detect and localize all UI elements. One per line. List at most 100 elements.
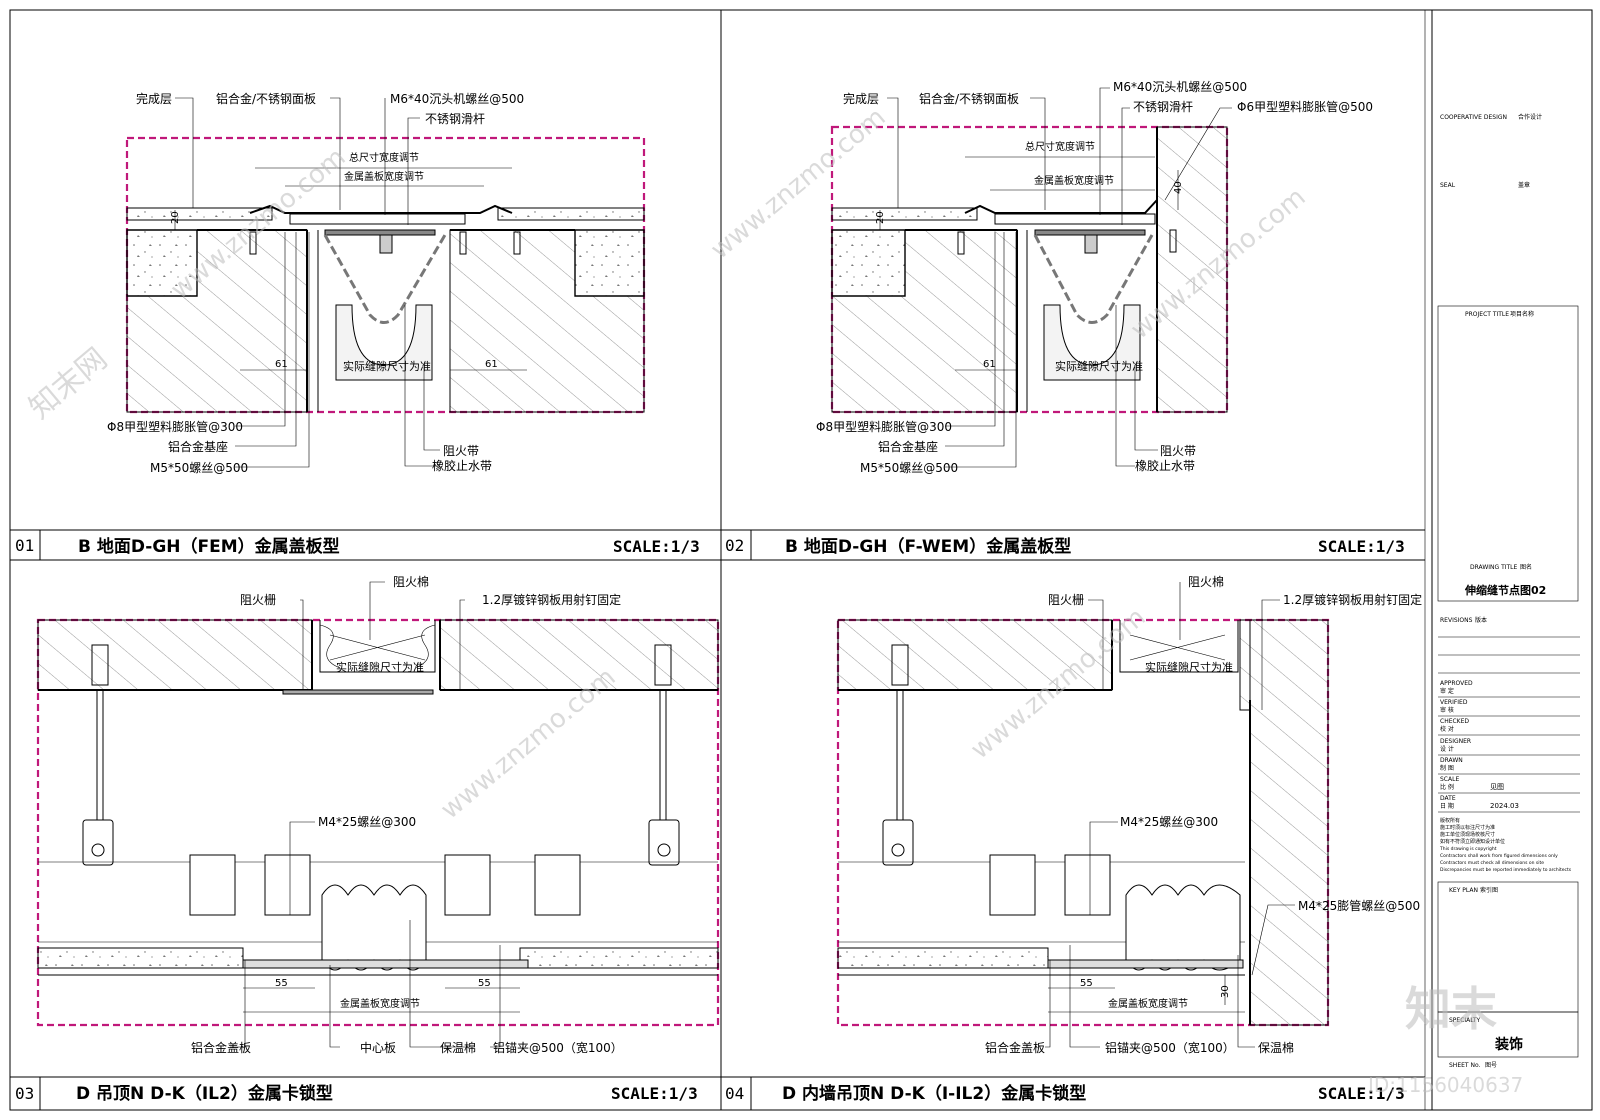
label-expansion-tube-top: Φ6甲型塑料膨胀管@500 <box>1237 99 1373 114</box>
label-slide-bar: 不锈钢滑杆 <box>425 112 485 126</box>
label-center-plate: 中心板 <box>360 1040 396 1055</box>
svg-text:版权所有: 版权所有 <box>1440 817 1460 824</box>
svg-text:VERIFIED: VERIFIED <box>1440 699 1468 706</box>
label-rubber-belt: 橡胶止水带 <box>1135 458 1195 473</box>
svg-text:比 例: 比 例 <box>1440 783 1454 791</box>
detail-boundary <box>36 618 720 1027</box>
panel-title: D 内墙吊顶N D-K（I-IL2）金属卡锁型 <box>782 1083 1086 1104</box>
id-watermark: ID:1156040637 <box>1368 1073 1523 1097</box>
label-finish-layer: 完成层 <box>843 91 879 106</box>
label-total-width: 总尺寸宽度调节 <box>1025 140 1095 153</box>
svg-text:知末网: 知末网 <box>23 341 114 426</box>
label-rubber-belt: 橡胶止水带 <box>432 458 492 473</box>
label-cover-plate: 铝合金/不锈钢面板 <box>216 91 316 106</box>
svg-text:日 期: 日 期 <box>1440 802 1454 810</box>
svg-text:PROJECT TITLE: PROJECT TITLE <box>1465 311 1509 318</box>
svg-text:审 定: 审 定 <box>1440 687 1454 695</box>
panel-title: D 吊顶N D-K（IL2）金属卡锁型 <box>76 1083 333 1104</box>
label-cover-width: 金属盖板宽度调节 <box>1034 174 1114 187</box>
dim-61: 61 <box>983 359 996 370</box>
label-clip: 铝锚夹@500（宽100） <box>493 1040 623 1055</box>
label-clip: 铝锚夹@500（宽100） <box>1105 1040 1235 1055</box>
label-expansion-screw: M4*25膨管螺丝@500 <box>1298 898 1420 913</box>
svg-text:见图: 见图 <box>1490 783 1504 791</box>
panel-title-04: 04 D 内墙吊顶N D-K（I-IL2）金属卡锁型 SCALE:1/3 <box>721 1076 1425 1110</box>
svg-text:盖章: 盖章 <box>1518 181 1530 189</box>
label-expansion-tube: Φ8甲型塑料膨胀管@300 <box>816 419 952 434</box>
label-cover-plate: 铝合金盖板 <box>191 1040 251 1055</box>
label-actual-gap: 实际缝隙尺寸为准 <box>1055 359 1143 373</box>
dim-20: 20 <box>170 211 181 224</box>
panel-number: 03 <box>15 1084 34 1103</box>
label-screw-m4: M4*25螺丝@300 <box>318 815 416 829</box>
svg-text:装饰: 装饰 <box>1494 1036 1523 1053</box>
svg-text:Discrepancies must be reported: Discrepancies must be reported immediate… <box>1440 867 1572 873</box>
dim-40: 40 <box>1173 181 1184 194</box>
label-screw-m5: M5*50螺丝@500 <box>860 461 958 475</box>
panel-title: B 地面D-GH（F-WEM）金属盖板型 <box>785 536 1071 557</box>
label-actual-gap: 实际缝隙尺寸为准 <box>343 359 431 373</box>
svg-text:施工时须以标注尺寸为准: 施工时须以标注尺寸为准 <box>1440 824 1495 831</box>
panel-title-03: 03 D 吊顶N D-K（IL2）金属卡锁型 SCALE:1/3 <box>10 1076 721 1110</box>
panel-scale: SCALE:1/3 <box>613 537 700 556</box>
label-finish-layer: 完成层 <box>136 91 172 106</box>
svg-text:DRAWING TITLE: DRAWING TITLE <box>1470 564 1518 571</box>
detail-01: 完成层 铝合金/不锈钢面板 M6*40沉头机螺丝@500 不锈钢滑杆 总尺寸宽度… <box>107 91 646 475</box>
svg-text:Contractors shall work from fi: Contractors shall work from figured dime… <box>1440 853 1558 859</box>
dim-61-left: 61 <box>275 359 288 370</box>
label-base-seat: 铝合金基座 <box>168 439 228 454</box>
svg-text:Contractors must check all dim: Contractors must check all dimensions on… <box>1440 860 1544 866</box>
svg-text:This drawing is copyright: This drawing is copyright <box>1439 846 1497 852</box>
label-insulation: 保温棉 <box>440 1041 476 1055</box>
label-fire-grille: 阻火栅 <box>1048 592 1084 607</box>
panel-number: 04 <box>725 1084 744 1103</box>
dim-20: 20 <box>875 211 886 224</box>
label-cover-plate: 铝合金盖板 <box>985 1040 1045 1055</box>
label-cover-width: 金属盖板宽度调节 <box>1108 997 1188 1010</box>
dim-61-right: 61 <box>485 359 498 370</box>
svg-text:施工单位须现场校核尺寸: 施工单位须现场校核尺寸 <box>1440 831 1495 838</box>
svg-text:REVISIONS: REVISIONS <box>1440 617 1473 624</box>
label-actual-gap: 实际缝隙尺寸为准 <box>1145 660 1233 674</box>
label-base-seat: 铝合金基座 <box>878 439 938 454</box>
label-screw-m4: M4*25螺丝@300 <box>1120 815 1218 829</box>
label-insulation: 保温棉 <box>1258 1041 1294 1055</box>
svg-text:KEY PLAN: KEY PLAN <box>1449 887 1478 894</box>
svg-text:COOPERATIVE DESIGN: COOPERATIVE DESIGN <box>1440 114 1507 121</box>
svg-text:合作设计: 合作设计 <box>1518 113 1542 121</box>
svg-text:2024.03: 2024.03 <box>1490 802 1519 810</box>
svg-text:SCALE: SCALE <box>1440 776 1459 783</box>
panel-number: 02 <box>725 536 744 555</box>
detail-03: 阻火栅 阻火棉 1.2厚镀锌钢板用射钉固定 实际缝隙尺寸为准 M4*25螺丝@3… <box>36 575 720 1055</box>
panel-number: 01 <box>15 536 34 555</box>
svg-text:图号: 图号 <box>1485 1062 1497 1069</box>
panel-title-01: 01 B 地面D-GH（FEM）金属盖板型 SCALE:1/3 <box>10 529 721 560</box>
label-slide-bar: 不锈钢滑杆 <box>1133 100 1193 114</box>
label-fire-belt: 阻火带 <box>443 444 479 458</box>
svg-text:SEAL: SEAL <box>1440 182 1456 189</box>
svg-text:设 计: 设 计 <box>1440 745 1454 753</box>
svg-text:图名: 图名 <box>1520 563 1532 571</box>
drawing-name: 伸缩缝节点图02 <box>1464 583 1546 597</box>
label-fire-cotton: 阻火棉 <box>393 575 429 589</box>
panel-scale: SCALE:1/3 <box>611 1084 698 1103</box>
logo-watermark: 知末 <box>1405 982 1497 1036</box>
label-actual-gap: 实际缝隙尺寸为准 <box>336 660 424 674</box>
label-galv-plate: 1.2厚镀锌钢板用射钉固定 <box>482 592 621 607</box>
label-cover-width: 金属盖板宽度调节 <box>344 170 424 183</box>
panel-title-02: 02 B 地面D-GH（F-WEM）金属盖板型 SCALE:1/3 <box>721 529 1425 560</box>
svg-text:如有不符须立即通知设计单位: 如有不符须立即通知设计单位 <box>1440 838 1505 845</box>
label-cover-width: 金属盖板宽度调节 <box>340 997 420 1010</box>
panel-scale: SCALE:1/3 <box>1318 537 1405 556</box>
svg-text:APPROVED: APPROVED <box>1440 680 1473 687</box>
label-galv-plate: 1.2厚镀锌钢板用射钉固定 <box>1283 592 1422 607</box>
label-fire-belt: 阻火带 <box>1160 444 1196 458</box>
label-countersunk-screw: M6*40沉头机螺丝@500 <box>390 92 524 106</box>
dim-30: 30 <box>1220 985 1231 998</box>
dim-55-right: 55 <box>478 978 491 989</box>
svg-text:SHEET No.: SHEET No. <box>1449 1062 1481 1069</box>
label-cover-plate: 铝合金/不锈钢面板 <box>919 91 1019 106</box>
label-countersunk-screw: M6*40沉头机螺丝@500 <box>1113 80 1247 94</box>
label-fire-cotton: 阻火棉 <box>1188 575 1224 589</box>
